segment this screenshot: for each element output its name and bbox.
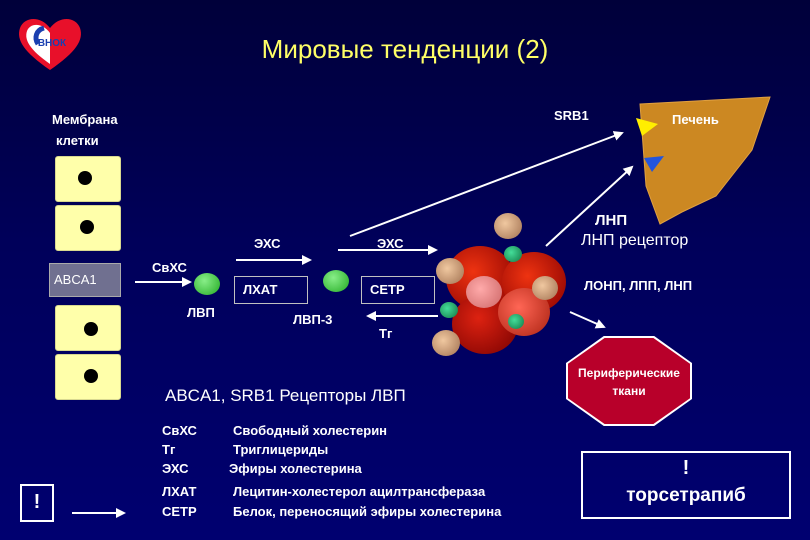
hdl3-particle bbox=[323, 270, 349, 292]
legend-desc: Лецитин-холестерол ацилтрансфераза bbox=[233, 484, 486, 499]
legend-desc: Белок, переносящий эфиры холестерина bbox=[233, 504, 502, 519]
ldl-label: ЛНП bbox=[595, 212, 628, 229]
legend-abbr: Тг bbox=[162, 442, 176, 457]
peripheral-line1: Периферические bbox=[578, 366, 680, 380]
membrane-cell bbox=[55, 305, 121, 351]
tg-label: Тг bbox=[379, 326, 393, 341]
ldl-receptor-label: ЛНП рецептор bbox=[581, 232, 689, 249]
lcat-enzyme: ЛХАТ bbox=[234, 276, 308, 304]
abca1-transporter: ABCA1 bbox=[49, 263, 121, 297]
receptors-caption: ABCA1, SRB1 Рецепторы ЛВП bbox=[165, 386, 406, 405]
arrow-to-ldl-receptor bbox=[545, 165, 634, 247]
nucleus bbox=[84, 369, 98, 383]
legend-abbr: CETP bbox=[162, 504, 197, 519]
legend-desc: Свободный холестерин bbox=[233, 423, 388, 438]
lipoprotein-core bbox=[466, 276, 502, 308]
drug-name: торсетрапиб bbox=[626, 485, 746, 506]
heart-logo-icon: ВНОК bbox=[14, 14, 86, 74]
ehs-label-1: ЭХС bbox=[254, 236, 281, 251]
membrane-cell bbox=[55, 156, 121, 202]
arrow-to-srb1 bbox=[349, 131, 624, 237]
drug-box: ! bbox=[581, 451, 791, 519]
hdl3-label: ЛВП-3 bbox=[293, 312, 333, 327]
apoprotein-small bbox=[440, 302, 458, 318]
warning-mark: ! bbox=[33, 491, 41, 513]
apoprotein-ball bbox=[432, 330, 460, 356]
cetp-enzyme: CETP bbox=[361, 276, 435, 304]
page-title: Мировые тенденции (2) bbox=[261, 34, 549, 64]
peripheral-tissues-label: Периферические ткани bbox=[568, 364, 690, 400]
nucleus bbox=[78, 171, 92, 185]
hdl-label: ЛВП bbox=[187, 305, 215, 320]
ehs-label-2: ЭХС bbox=[377, 236, 404, 251]
drug-mark: ! bbox=[682, 457, 690, 479]
membrane-cell bbox=[55, 354, 121, 400]
liver-label: Печень bbox=[672, 112, 719, 127]
peripheral-line2: ткани bbox=[612, 384, 646, 398]
hdl-particle bbox=[194, 273, 220, 295]
apoprotein-ball bbox=[436, 258, 464, 284]
peripheral-tissues bbox=[568, 338, 690, 424]
membrane-label-line2: клетки bbox=[56, 133, 99, 148]
lipoproteins-label: ЛОНП, ЛПП, ЛНП bbox=[584, 278, 693, 293]
apoprotein-ball bbox=[532, 276, 558, 300]
nucleus bbox=[84, 322, 98, 336]
warning-box: ! bbox=[20, 484, 54, 522]
apoprotein-ball bbox=[494, 213, 522, 239]
apoprotein-small bbox=[504, 246, 522, 262]
legend-abbr: ЭХС bbox=[162, 461, 189, 476]
apoprotein-small bbox=[508, 314, 524, 329]
legend-desc: Триглицериды bbox=[233, 442, 329, 457]
liver-shape bbox=[639, 96, 771, 225]
logo-text: ВНОК bbox=[38, 38, 67, 49]
membrane-cell bbox=[55, 205, 121, 251]
srb1-label: SRB1 bbox=[554, 108, 589, 123]
nucleus bbox=[80, 220, 94, 234]
srb1-receptor-icon bbox=[636, 118, 658, 136]
arrow-to-peripheral bbox=[569, 311, 606, 329]
legend-abbr: ЛХАТ bbox=[162, 484, 197, 499]
legend-desc: Эфиры холестерина bbox=[229, 461, 362, 476]
ldl-receptor-icon bbox=[644, 156, 664, 172]
legend-abbr: СвХС bbox=[162, 423, 197, 438]
free-chol-label: СвХС bbox=[152, 260, 187, 275]
membrane-label-line1: Мембрана bbox=[52, 112, 118, 127]
